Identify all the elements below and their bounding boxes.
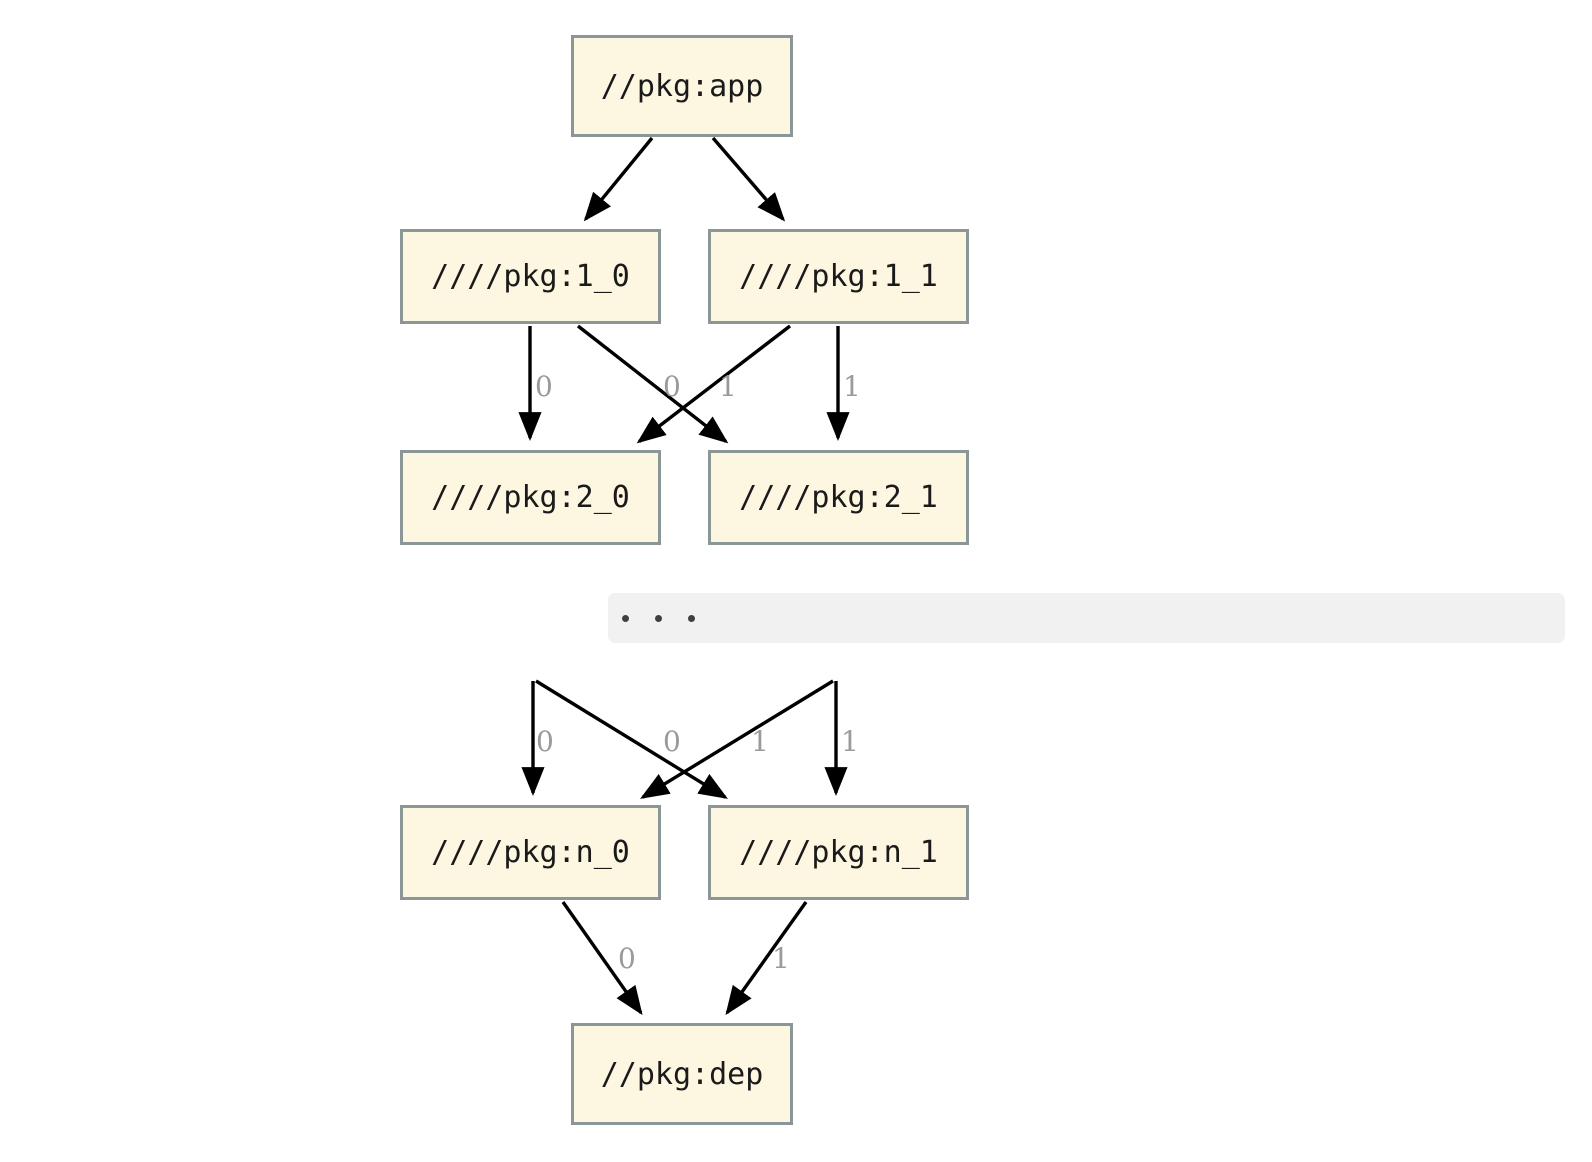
node-dep[interactable]: //pkg:dep [571,1023,793,1125]
edge-label-e-1_1-2_0: 1 [719,370,737,403]
edge-label-e-1_0-2_0: 0 [535,370,553,403]
ellipsis-dot [622,614,629,622]
edge-label-e-n_0-dep: 0 [618,942,636,975]
node-app[interactable]: //pkg:app [571,35,793,137]
edge-e-1_1-2_0 [636,324,792,444]
edge-label-e-x-n_1: 0 [663,725,681,758]
node-label: ////pkg:1_1 [739,259,938,294]
edge-label-e-y-n_1: 1 [841,725,859,758]
edge-e-app-1_0 [583,136,654,222]
node-label: ////pkg:2_0 [431,480,630,515]
edge-label-e-y-n_0: 1 [751,725,769,758]
ellipsis-dot [688,614,695,622]
edge-e-x-n_1 [535,679,728,799]
edge-label-e-n_1-dep: 1 [772,942,790,975]
edge-label-e-1_0-2_1: 0 [663,370,681,403]
edge-e-n_0-dep [561,901,643,1016]
node-n2_1[interactable]: ////pkg:2_1 [708,450,969,545]
edge-e-y-n_0 [640,679,834,799]
node-label: ////pkg:1_0 [431,259,630,294]
node-n1_1[interactable]: ////pkg:1_1 [708,229,969,324]
edge-label-e-x-n_0: 0 [536,725,554,758]
node-n1_0[interactable]: ////pkg:1_0 [400,229,661,324]
ellipsis-dots [622,614,721,622]
ellipsis-dot [655,614,662,622]
node-label: //pkg:app [600,68,764,104]
edges-group [518,136,850,1016]
node-nn_1[interactable]: ////pkg:n_1 [708,805,969,900]
node-label: ////pkg:n_1 [739,835,938,870]
edge-e-app-1_1 [711,136,786,222]
edge-label-e-1_1-2_1: 1 [843,370,861,403]
node-nn_0[interactable]: ////pkg:n_0 [400,805,661,900]
node-label: ////pkg:n_0 [431,835,630,870]
truncated-section-indicator[interactable] [608,593,1565,643]
node-label: ////pkg:2_1 [739,480,938,515]
edge-e-1_0-2_1 [576,324,729,444]
edge-e-n_1-dep [725,901,808,1016]
node-n2_0[interactable]: ////pkg:2_0 [400,450,661,545]
node-label: //pkg:dep [600,1056,764,1092]
